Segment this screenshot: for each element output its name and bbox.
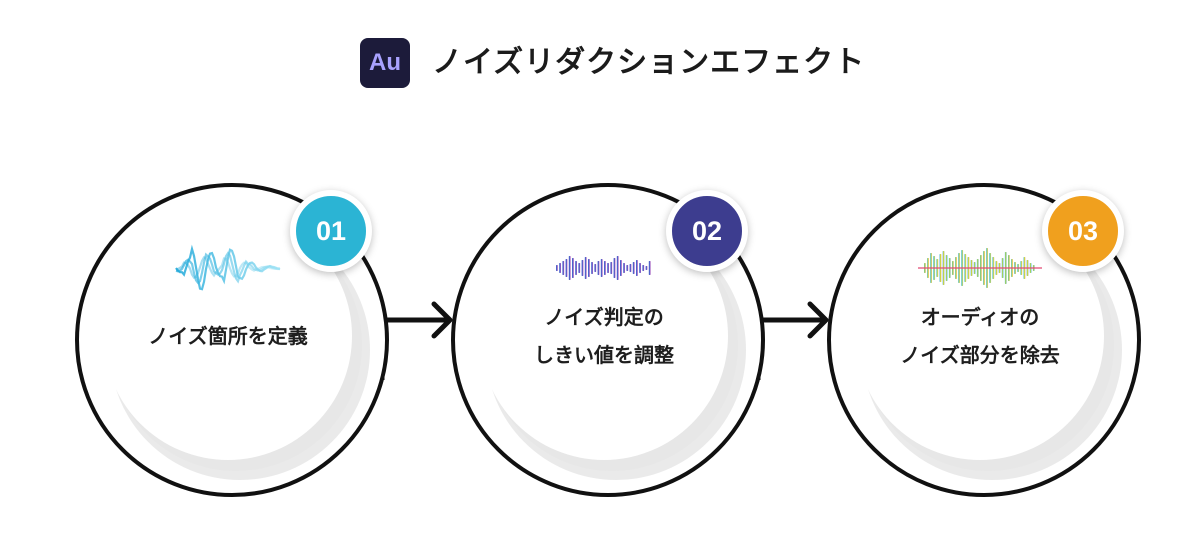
step-disc [856,212,1104,460]
blue-waveform-icon [175,244,281,291]
page-title: ノイズリダクションエフェクト [432,45,866,80]
step-3 [827,183,1141,497]
step-label-line: ノイズ判定の [544,305,664,329]
step-label-line: ノイズ部分を除去 [900,343,1060,367]
step-label: オーディオのノイズ部分を除去 [870,298,1090,374]
step-label-line: オーディオの [920,305,1040,329]
step-number-badge: 01 [290,190,372,272]
step-label-line: しきい値を調整 [534,343,674,367]
step-disc [104,212,352,460]
step-label-line: ノイズ箇所を定義 [148,324,308,348]
connector-arrow [755,301,829,380]
step-label: ノイズ判定のしきい値を調整 [494,298,714,374]
header: Au ノイズリダクションエフェクト [0,38,1200,90]
rainbow-waveform-icon [918,248,1042,288]
audition-logo: Au [360,38,410,88]
step-2 [451,183,765,497]
purple-waveform-icon [556,256,651,280]
step-number-badge: 02 [666,190,748,272]
step-disc [480,212,728,460]
connector-arrow [379,301,453,380]
step-number-badge: 03 [1042,190,1124,272]
step-label: ノイズ箇所を定義 [118,317,338,355]
